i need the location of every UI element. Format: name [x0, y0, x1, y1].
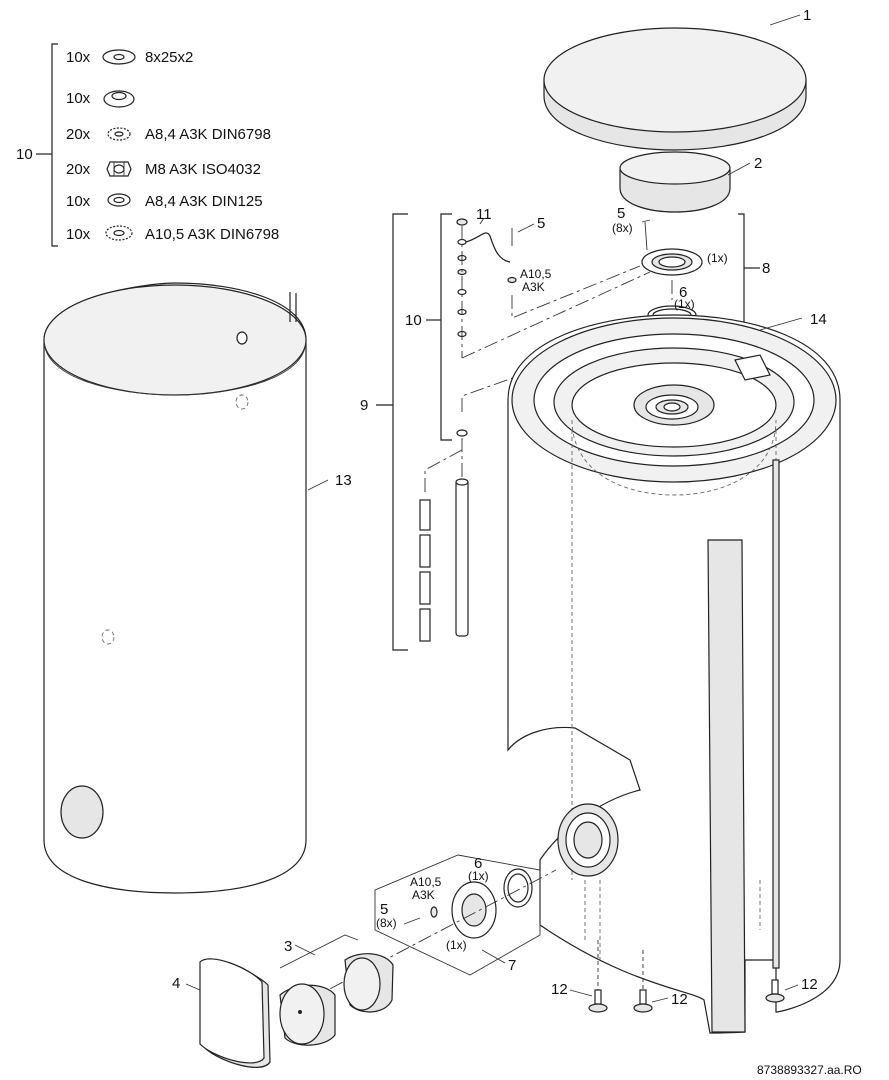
- anode-rod-segmented: [419, 499, 431, 642]
- callout-7: 7: [508, 957, 516, 974]
- legend-spec-3: A8,4 A3K DIN6798: [145, 126, 271, 143]
- insulation-caps-part-3: 3: [279, 934, 394, 1046]
- callout-6-top: 6: [679, 284, 687, 301]
- bottom-bolt-part-5: [403, 917, 421, 925]
- adjustable-feet-part-12: 12 12 12: [551, 940, 818, 1013]
- callout-12-left: 12: [551, 981, 568, 998]
- callout-5-bottom-qty: (8x): [376, 916, 397, 930]
- serrated-lock-washer-icon: [107, 127, 131, 141]
- callout-6-bottom-qty: (1x): [468, 869, 489, 883]
- jacket-zipper-strip: [772, 459, 780, 969]
- flat-washer-large-icon: [102, 49, 136, 65]
- anode-group-part-9: 9 10 11 5 A10,5 A3K: [360, 206, 673, 651]
- washer-bot-line1: A10,5: [410, 875, 442, 889]
- foot-right: [765, 979, 785, 1003]
- foot-left: [588, 989, 608, 1013]
- legend-qty-1: 10x: [66, 49, 91, 66]
- callout-11: 11: [476, 206, 492, 223]
- callout-8: 8: [762, 260, 770, 277]
- legend-qty-6: 10x: [66, 226, 91, 243]
- callout-6-top-qty: (1x): [674, 297, 695, 311]
- callout-1: 1: [803, 7, 811, 24]
- callout-5-anode: 5: [537, 215, 545, 232]
- callout-5-top-qty: (8x): [612, 221, 633, 235]
- bottom-flange-assembly: 7 5 (8x) A10,5 A3K (1x) 6 (1x): [285, 854, 557, 1013]
- callout-5-bottom: 5: [380, 901, 388, 918]
- legend: 10 10x 8x25x2 10x 20x A8,4 A3K DIN6798 2…: [16, 43, 279, 247]
- ground-cable-part-11: [465, 232, 511, 263]
- top-bolt-part-5: [644, 221, 648, 251]
- flange-bottom-qty: (1x): [446, 938, 467, 952]
- washer-top-line2: A3K: [522, 280, 545, 294]
- callout-6-bottom: 6: [474, 855, 482, 872]
- tank-side-fitting: [734, 354, 771, 381]
- callout-5-top: 5: [617, 205, 625, 222]
- plain-washer-icon: [107, 193, 131, 207]
- bracket-10: [440, 213, 452, 441]
- front-cover-part-4: 4: [172, 958, 271, 1068]
- jacket-cutout: [60, 785, 104, 839]
- legend-bracket: [51, 43, 58, 247]
- callout-12-mid: 12: [671, 991, 688, 1008]
- legend-qty-3: 20x: [66, 126, 91, 143]
- jacket-hole-hidden-2: [101, 629, 115, 645]
- bracket-8: [738, 213, 745, 329]
- callout-14: 14: [810, 311, 827, 328]
- callout-2: 2: [754, 155, 762, 172]
- drawing-number: 8738893327.aa.RO: [757, 1063, 862, 1077]
- jacket-hole-top: [236, 331, 248, 345]
- top-flange-assembly: 5 (8x) (1x) 8 6 (1x): [612, 205, 770, 329]
- top-cover-part-1: 1: [543, 7, 811, 151]
- legend-qty-4: 20x: [66, 161, 91, 178]
- legend-qty-2: 10x: [66, 90, 91, 107]
- legend-qty-5: 10x: [66, 193, 91, 210]
- washer-top-line1: A10,5: [520, 267, 552, 281]
- outer-jacket-part-13: 13: [43, 282, 352, 894]
- callout-12-right: 12: [801, 976, 818, 993]
- bracket-9: [392, 213, 408, 651]
- legend-spec-6: A10,5 A3K DIN6798: [145, 226, 279, 243]
- bracket-7: [374, 854, 541, 976]
- hex-nut-icon: [106, 161, 132, 177]
- flat-washer-icon: [103, 90, 135, 108]
- washer-bot-line2: A3K: [412, 888, 435, 902]
- jacket-seam-strip-left: [707, 539, 746, 1033]
- anode-rod-solid: [455, 478, 469, 637]
- storage-tank-part-14: 14: [507, 311, 841, 1034]
- callout-8-qty: (1x): [707, 251, 728, 265]
- legend-group-label: 10: [16, 146, 33, 163]
- callout-4: 4: [172, 975, 180, 992]
- legend-spec-4: M8 A3K ISO4032: [145, 161, 261, 178]
- callout-13: 13: [335, 472, 352, 489]
- serrated-lock-washer-large-icon: [105, 225, 133, 241]
- insulation-plug-part-2: 2: [619, 151, 762, 213]
- anode-fastener-stack: [456, 218, 468, 358]
- callout-10: 10: [405, 312, 422, 329]
- legend-spec-5: A8,4 A3K DIN125: [145, 193, 263, 210]
- jacket-hole-hidden: [235, 394, 249, 410]
- callout-3: 3: [284, 938, 292, 955]
- foot-middle: [633, 989, 653, 1013]
- legend-spec-1: 8x25x2: [145, 49, 193, 66]
- callout-9: 9: [360, 397, 368, 414]
